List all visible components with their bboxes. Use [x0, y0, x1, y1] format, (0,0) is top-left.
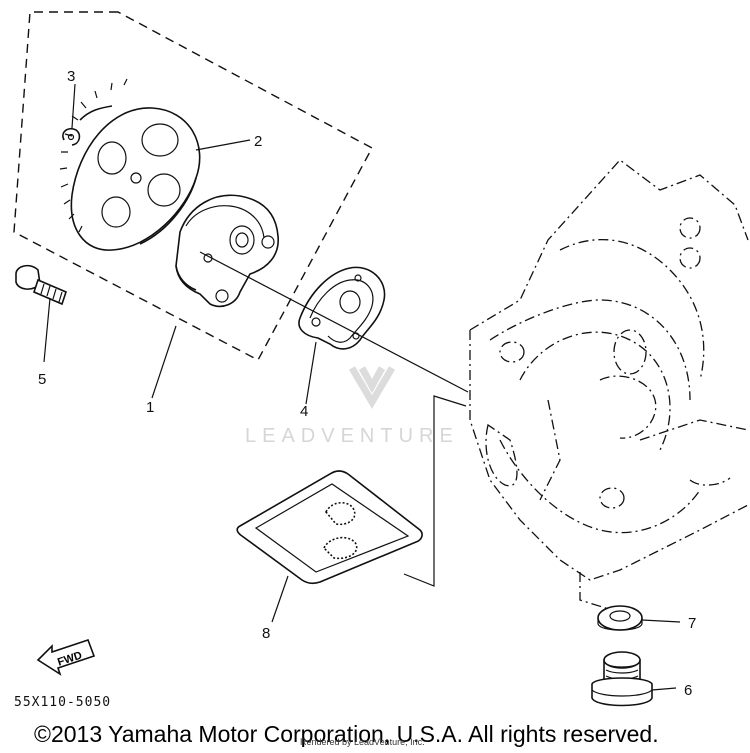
- drawing-code: 55X110-5050: [14, 695, 111, 710]
- callout-3: 3: [67, 68, 75, 85]
- oil-pump-gear: [59, 78, 201, 251]
- watermark-text: LEADVENTURE: [245, 425, 459, 447]
- callout-1: 1: [146, 399, 154, 416]
- bolt: [15, 264, 67, 306]
- callout-2: 2: [254, 133, 262, 150]
- oil-strainer: [236, 470, 423, 585]
- alignment-line: [199, 251, 469, 393]
- fwd-arrow: FWD: [36, 638, 96, 676]
- callout-8: 8: [262, 625, 270, 642]
- oil-pump-body: [175, 194, 279, 308]
- circlip: [62, 127, 81, 146]
- callout-6: 6: [684, 682, 692, 699]
- drain-plug: [591, 651, 653, 707]
- leader-lines: [43, 83, 681, 691]
- callout-5: 5: [38, 371, 46, 388]
- callout-7: 7: [688, 615, 696, 632]
- crankcase: [469, 159, 749, 611]
- watermark-small: Rendered by LeadVenture, Inc.: [300, 737, 425, 747]
- drain-washer: [597, 605, 643, 631]
- pump-gasket: [298, 266, 386, 350]
- watermark-logo: [348, 366, 396, 409]
- pump-assembly-boundary: [13, 11, 373, 361]
- callout-4: 4: [300, 403, 308, 420]
- copyright-notice: ©2013 Yamaha Motor Corporation, U.S.A. A…: [34, 721, 659, 747]
- strainer-leader-box: [403, 395, 467, 587]
